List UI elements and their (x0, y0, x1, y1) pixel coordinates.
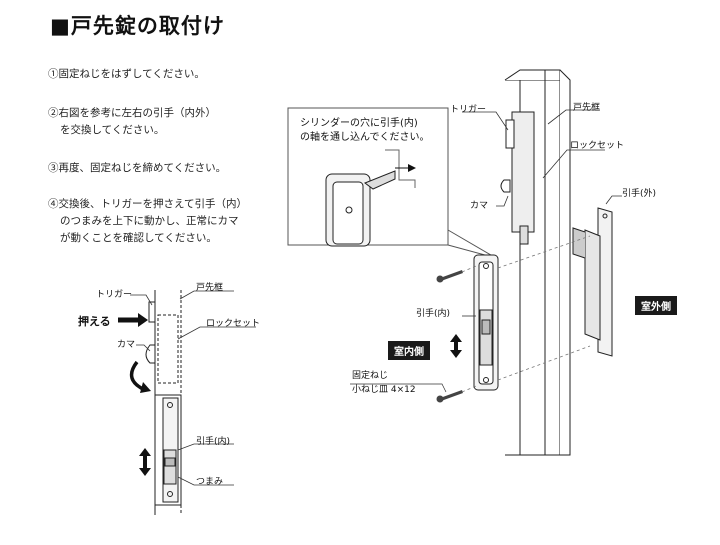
right-outer-handle (572, 207, 613, 357)
step-4-line3: が動くことを確認してください。 (60, 232, 217, 244)
left-trigger-label: トリガー (96, 290, 133, 300)
left-updown-arrow (139, 448, 151, 476)
step-3: ③再度、固定ねじを締めてください。 (48, 160, 226, 177)
callout-line-1: シリンダーの穴に引手(内) (300, 118, 418, 129)
step-2: ②右図を参考に左右の引手（内外） を交換してください。 (48, 105, 216, 139)
left-kama-label: カマ (117, 340, 136, 350)
right-leader-lines (350, 109, 622, 393)
right-trigger-label: トリガー (450, 105, 487, 115)
indoor-side-tag: 室内側 (388, 341, 430, 360)
callout-handle (325, 149, 416, 247)
left-leader-lines (130, 290, 256, 486)
outdoor-side-tag: 室外側 (635, 296, 677, 315)
right-updown-arrow (450, 334, 462, 358)
kama-rotate-arrow-head (140, 382, 151, 393)
screw-spec-label: 小ねじ皿 4×12 (352, 385, 416, 395)
dashed-alignment-lines (461, 235, 591, 393)
left-trigger (148, 301, 156, 323)
right-inner-handle-label: 引手(内) (416, 309, 451, 319)
step-2-line1: ②右図を参考に左右の引手（内外） (48, 107, 216, 119)
left-door-frame-label: 戸先框 (196, 283, 224, 293)
knob-label: つまみ (196, 477, 224, 487)
step-4-line2: のつまみを上下に動かし、正常にカマ (60, 215, 239, 227)
left-kama (145, 344, 156, 364)
right-inner-handle (473, 254, 499, 391)
press-label: 押える (78, 315, 111, 328)
outer-handle-label: 引手(外) (622, 189, 657, 199)
step-1-line1: ①固定ねじをはずしてください。 (48, 68, 205, 80)
left-inner-handle-label: 引手(内) (196, 437, 231, 447)
right-lock-set-label: ロックセット (570, 141, 625, 151)
left-lock-set-label: ロックセット (206, 319, 261, 329)
right-kama-label: カマ (470, 201, 489, 211)
fix-screw-label: 固定ねじ (352, 371, 389, 381)
screws (436, 270, 463, 403)
step-3-line1: ③再度、固定ねじを締めてください。 (48, 162, 227, 174)
step-1: ①固定ねじをはずしてください。 (48, 66, 205, 83)
right-door-frame-label: 戸先框 (573, 103, 601, 113)
press-arrow-head (138, 313, 148, 327)
callout-text: シリンダーの穴に引手(内) の軸を通し込んでください。 (300, 117, 430, 145)
right-lock-set (500, 111, 535, 245)
step-2-line2: を交換してください。 (60, 124, 165, 136)
callout-line-2: の軸を通し込んでください。 (300, 132, 430, 143)
page-title: ■戸先錠の取付け (50, 14, 225, 38)
left-inner-handle (162, 397, 179, 503)
left-lock-set (157, 314, 179, 384)
step-4-line1: ④交換後、トリガーを押さえて引手（内） (48, 198, 247, 210)
step-4: ④交換後、トリガーを押さえて引手（内） のつまみを上下に動かし、正常にカマ が動… (48, 196, 247, 247)
